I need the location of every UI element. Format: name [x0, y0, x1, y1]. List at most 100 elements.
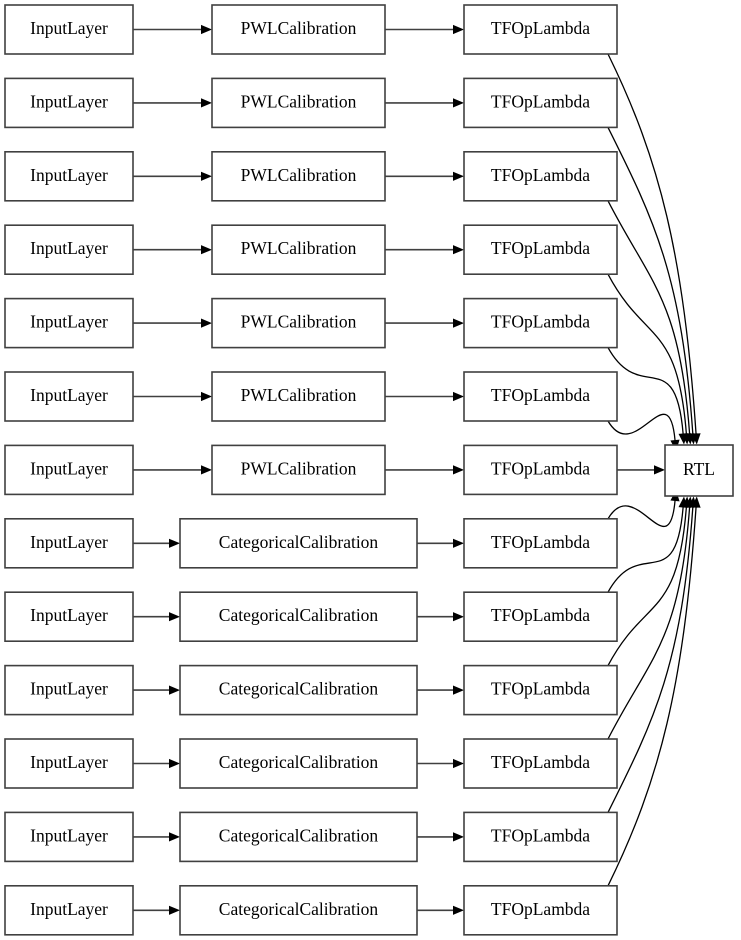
node-input-layer-4[interactable]: InputLayer — [4, 297, 134, 349]
edge-lambda-to-rtl-0 — [607, 53, 697, 435]
node-tfoplambda-10-rect — [463, 738, 618, 789]
node-calibration-3-rect — [211, 224, 386, 275]
node-tfoplambda-0[interactable]: TFOpLambda — [463, 4, 618, 55]
node-tfoplambda-7[interactable]: TFOpLambda — [463, 517, 618, 569]
node-input-layer-10-rect — [4, 738, 134, 789]
node-input-layer-6-label: InputLayer — [30, 458, 108, 478]
node-input-layer-1[interactable]: InputLayer — [4, 77, 134, 129]
node-input-layer-6[interactable]: InputLayer — [4, 444, 134, 496]
edge-lambda-to-rtl-12-arrowhead — [691, 496, 701, 508]
node-tfoplambda-3-rect — [463, 224, 618, 275]
edge-input-to-calibration-11-arrowhead — [169, 832, 180, 842]
node-tfoplambda-9-rect — [463, 664, 618, 716]
node-calibration-1-rect — [211, 77, 386, 129]
node-input-layer-0[interactable]: InputLayer — [4, 4, 134, 55]
edge-lambda-to-rtl-4-arrowhead — [678, 433, 688, 445]
node-calibration-4[interactable]: PWLCalibration — [211, 297, 386, 349]
node-tfoplambda-11[interactable]: TFOpLambda — [463, 811, 618, 863]
node-tfoplambda-1-label: TFOpLambda — [491, 91, 590, 111]
node-tfoplambda-5-label: TFOpLambda — [491, 385, 590, 405]
node-tfoplambda-6[interactable]: TFOpLambda — [463, 444, 618, 496]
node-calibration-10-label: CategoricalCalibration — [219, 752, 379, 772]
node-input-layer-1-label: InputLayer — [30, 91, 108, 111]
node-input-layer-8-label: InputLayer — [30, 605, 108, 625]
node-input-layer-7-rect — [4, 517, 134, 569]
node-tfoplambda-5[interactable]: TFOpLambda — [463, 371, 618, 422]
node-tfoplambda-2[interactable]: TFOpLambda — [463, 151, 618, 202]
node-calibration-6-label: PWLCalibration — [241, 458, 357, 478]
edge-input-to-calibration-2-arrowhead — [201, 171, 212, 181]
node-input-layer-5[interactable]: InputLayer — [4, 371, 134, 422]
node-calibration-3-label: PWLCalibration — [241, 238, 357, 258]
node-tfoplambda-2-label: TFOpLambda — [491, 165, 590, 185]
node-tfoplambda-8-rect — [463, 591, 618, 643]
node-calibration-5[interactable]: PWLCalibration — [211, 371, 386, 422]
edge-lambda-to-rtl-4 — [607, 347, 684, 435]
node-tfoplambda-12[interactable]: TFOpLambda — [463, 884, 618, 936]
node-calibration-6-rect — [211, 444, 386, 496]
node-tfoplambda-8[interactable]: TFOpLambda — [463, 591, 618, 643]
node-tfoplambda-4[interactable]: TFOpLambda — [463, 297, 618, 349]
node-calibration-0-rect — [211, 4, 386, 55]
node-calibration-2-label: PWLCalibration — [241, 165, 357, 185]
node-input-layer-2-label: InputLayer — [30, 165, 108, 185]
node-input-layer-10[interactable]: InputLayer — [4, 738, 134, 789]
node-input-layer-11-rect — [4, 811, 134, 863]
node-calibration-2[interactable]: PWLCalibration — [211, 151, 386, 202]
node-input-layer-2[interactable]: InputLayer — [4, 151, 134, 202]
node-calibration-12-rect — [179, 884, 418, 936]
node-calibration-10[interactable]: CategoricalCalibration — [179, 738, 418, 789]
node-calibration-3[interactable]: PWLCalibration — [211, 224, 386, 275]
edge-lambda-to-rtl-2 — [607, 200, 691, 435]
node-tfoplambda-9[interactable]: TFOpLambda — [463, 664, 618, 716]
node-tfoplambda-12-rect — [463, 884, 618, 936]
node-calibration-5-label: PWLCalibration — [241, 385, 357, 405]
node-tfoplambda-10[interactable]: TFOpLambda — [463, 738, 618, 789]
node-tfoplambda-11-rect — [463, 811, 618, 863]
node-calibration-10-rect — [179, 738, 418, 789]
node-tfoplambda-6-rect — [463, 444, 618, 496]
node-input-layer-6-rect — [4, 444, 134, 496]
edge-lambda-to-rtl-7 — [607, 500, 676, 527]
node-calibration-12[interactable]: CategoricalCalibration — [179, 884, 418, 936]
edge-lambda-to-rtl-3 — [607, 273, 688, 435]
node-tfoplambda-3[interactable]: TFOpLambda — [463, 224, 618, 275]
node-input-layer-7-label: InputLayer — [30, 532, 108, 552]
node-input-layer-9[interactable]: InputLayer — [4, 664, 134, 716]
node-tfoplambda-10-label: TFOpLambda — [491, 752, 590, 772]
node-input-layer-7[interactable]: InputLayer — [4, 517, 134, 569]
edge-lambda-to-rtl-6-arrowhead — [654, 465, 665, 475]
node-input-layer-0-label: InputLayer — [30, 18, 108, 38]
node-input-layer-4-label: InputLayer — [30, 312, 108, 332]
edge-calibration-to-lambda-3-arrowhead — [453, 245, 464, 255]
node-rtl-output[interactable]: RTL — [664, 444, 734, 497]
edges-layer — [133, 24, 701, 915]
node-input-layer-11[interactable]: InputLayer — [4, 811, 134, 863]
node-tfoplambda-4-label: TFOpLambda — [491, 312, 590, 332]
edge-lambda-to-rtl-5 — [607, 413, 676, 441]
edge-calibration-to-lambda-7-arrowhead — [453, 538, 464, 548]
node-input-layer-9-label: InputLayer — [30, 679, 108, 699]
node-calibration-4-rect — [211, 297, 386, 349]
node-tfoplambda-1[interactable]: TFOpLambda — [463, 77, 618, 129]
node-calibration-8[interactable]: CategoricalCalibration — [179, 591, 418, 643]
node-input-layer-8[interactable]: InputLayer — [4, 591, 134, 643]
node-calibration-0[interactable]: PWLCalibration — [211, 4, 386, 55]
node-calibration-1[interactable]: PWLCalibration — [211, 77, 386, 129]
edge-calibration-to-lambda-5-arrowhead — [453, 391, 464, 402]
node-calibration-6[interactable]: PWLCalibration — [211, 444, 386, 496]
node-rtl-output-rect — [664, 444, 734, 497]
node-input-layer-8-rect — [4, 591, 134, 643]
node-input-layer-12[interactable]: InputLayer — [4, 884, 134, 936]
node-input-layer-12-rect — [4, 884, 134, 936]
node-input-layer-12-label: InputLayer — [30, 899, 108, 919]
edge-calibration-to-lambda-12-arrowhead — [453, 905, 464, 915]
node-calibration-9[interactable]: CategoricalCalibration — [179, 664, 418, 716]
node-calibration-11[interactable]: CategoricalCalibration — [179, 811, 418, 863]
edge-lambda-to-rtl-1 — [607, 127, 694, 435]
node-calibration-7[interactable]: CategoricalCalibration — [179, 517, 418, 569]
edge-calibration-to-lambda-11-arrowhead — [453, 832, 464, 842]
node-input-layer-3[interactable]: InputLayer — [4, 224, 134, 275]
